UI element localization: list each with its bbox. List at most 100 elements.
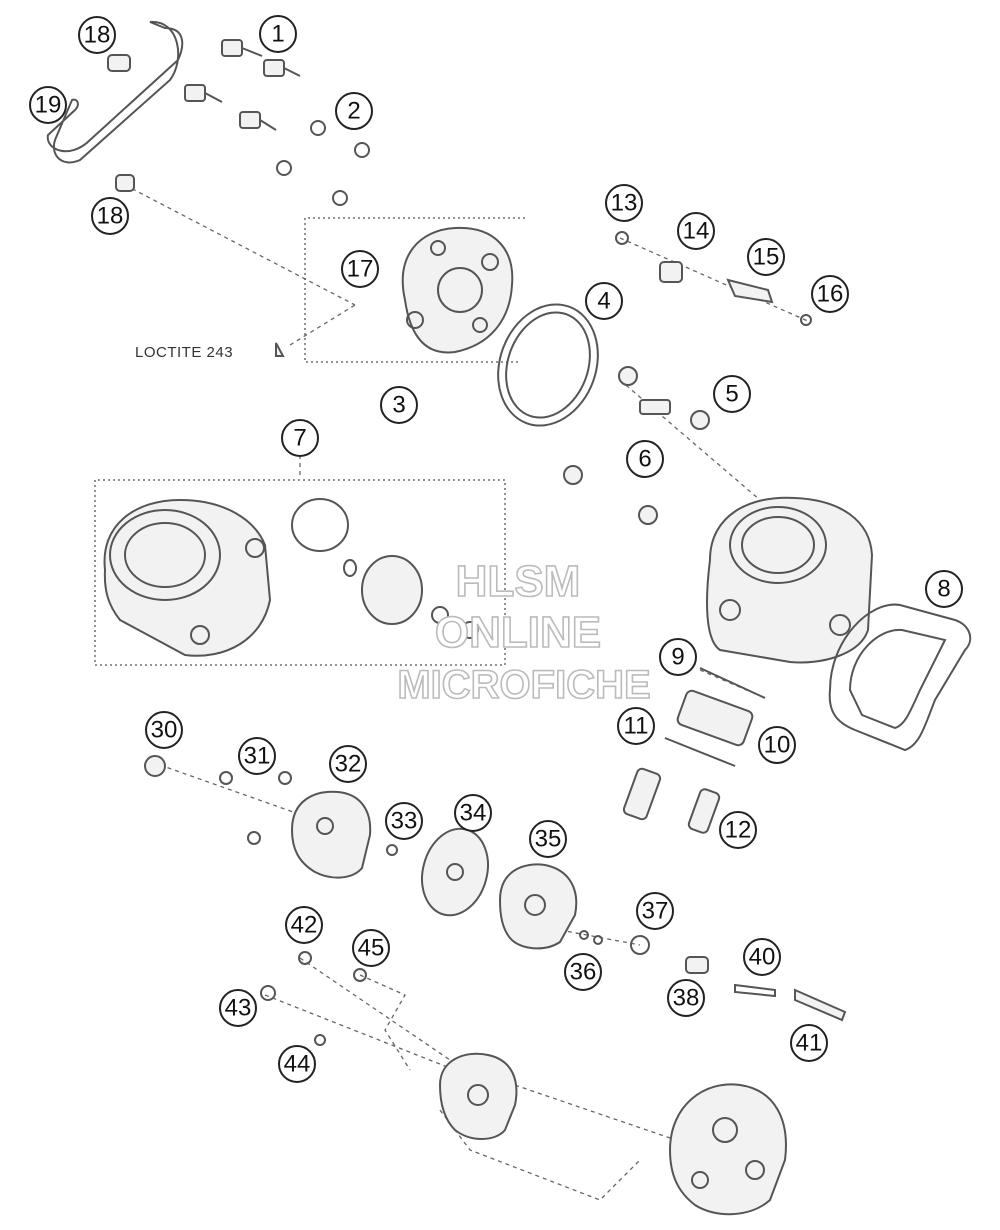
callout: 5 (713, 375, 751, 413)
callout: 6 (626, 440, 664, 478)
svg-text:10: 10 (764, 732, 791, 759)
seal (386, 844, 398, 856)
watermark-line-1: HLSM (456, 557, 581, 606)
pin (734, 983, 776, 998)
svg-text:31: 31 (244, 743, 271, 770)
callout: 18 (91, 197, 129, 235)
callout: 37 (636, 892, 674, 930)
coolant-hose (46, 20, 184, 164)
callout: 43 (219, 989, 257, 1027)
svg-text:11: 11 (624, 713, 649, 740)
callout: 11 (617, 707, 655, 745)
svg-text:14: 14 (683, 218, 710, 245)
washer (247, 831, 261, 845)
svg-text:18: 18 (84, 22, 111, 49)
loctite-label: LOCTITE 243 (135, 344, 233, 361)
crankcase-section (668, 1083, 787, 1216)
hose-clamp (107, 54, 131, 72)
callout: 33 (385, 802, 423, 840)
svg-text:1: 1 (271, 21, 284, 48)
fitting (659, 261, 683, 283)
callouts: 1 2 3 4 5 6 7 8 9 10 11 12 13 14 15 16 1… (29, 15, 963, 1083)
callout: 30 (145, 711, 183, 749)
nut (690, 410, 710, 430)
washer (219, 771, 233, 785)
nut (618, 366, 638, 386)
washer (314, 1034, 326, 1046)
callout: 16 (811, 275, 849, 313)
cylinder-head (401, 226, 514, 354)
callout: 15 (747, 238, 785, 276)
o-ring (630, 935, 650, 955)
callout: 7 (281, 419, 319, 457)
lever (794, 988, 847, 1022)
nut (563, 465, 583, 485)
piston-pin (687, 788, 721, 834)
cylinder-base-gasket (828, 603, 972, 752)
callout: 31 (238, 737, 276, 775)
svg-text:17: 17 (347, 256, 374, 283)
watermark-line-2: ONLINE (435, 608, 601, 657)
needle-bearing (676, 689, 754, 747)
callout: 17 (341, 250, 379, 288)
svg-text:34: 34 (460, 800, 487, 827)
pump-body (438, 1052, 518, 1140)
svg-text:40: 40 (749, 944, 776, 971)
callout: 45 (352, 929, 390, 967)
nut (638, 505, 658, 525)
bolt-set (184, 39, 301, 131)
hose-clamp (115, 174, 135, 192)
svg-text:43: 43 (225, 995, 252, 1022)
callout: 41 (790, 1024, 828, 1062)
bracket (726, 278, 774, 304)
nut (800, 314, 812, 326)
callout: 13 (605, 184, 643, 222)
callout: 35 (529, 820, 567, 858)
washer (353, 968, 367, 982)
callout: 19 (29, 86, 67, 124)
svg-text:15: 15 (753, 244, 780, 271)
piston-pin (622, 767, 662, 821)
group-frames (94, 217, 525, 666)
svg-text:33: 33 (391, 808, 418, 835)
svg-text:12: 12 (725, 817, 752, 844)
callout: 1 (259, 15, 297, 53)
bolt (260, 985, 276, 1001)
svg-text:19: 19 (35, 92, 62, 119)
svg-text:44: 44 (284, 1051, 311, 1078)
svg-text:7: 7 (293, 425, 306, 452)
pump-housing (498, 863, 578, 950)
callout: 4 (585, 282, 623, 320)
washer (615, 231, 629, 245)
svg-text:42: 42 (291, 912, 318, 939)
spring (685, 956, 709, 974)
svg-text:5: 5 (725, 381, 738, 408)
svg-text:30: 30 (151, 717, 178, 744)
parts (46, 20, 972, 1216)
washer (298, 951, 312, 965)
svg-text:37: 37 (642, 898, 669, 925)
svg-text:8: 8 (937, 576, 950, 603)
washer-set (276, 120, 370, 206)
head-gasket-ring (497, 303, 599, 427)
water-pump-cover (290, 790, 372, 879)
callout: 12 (719, 811, 757, 849)
stud (639, 399, 671, 415)
callout: 10 (758, 726, 796, 764)
svg-text:9: 9 (671, 644, 684, 671)
loctite-drop-icon (275, 342, 285, 357)
svg-text:32: 32 (335, 751, 362, 778)
callout: 40 (743, 938, 781, 976)
callout: 14 (677, 212, 715, 250)
svg-text:45: 45 (358, 935, 385, 962)
svg-text:18: 18 (97, 203, 124, 230)
svg-text:35: 35 (535, 826, 562, 853)
washer (278, 771, 292, 785)
impeller-disc (421, 827, 489, 917)
callout: 9 (659, 638, 697, 676)
watermark-line-3: MICROFICHE (397, 663, 650, 707)
svg-text:6: 6 (638, 446, 651, 473)
loctite-note: LOCTITE 243 (135, 342, 285, 361)
callout: 32 (329, 745, 367, 783)
